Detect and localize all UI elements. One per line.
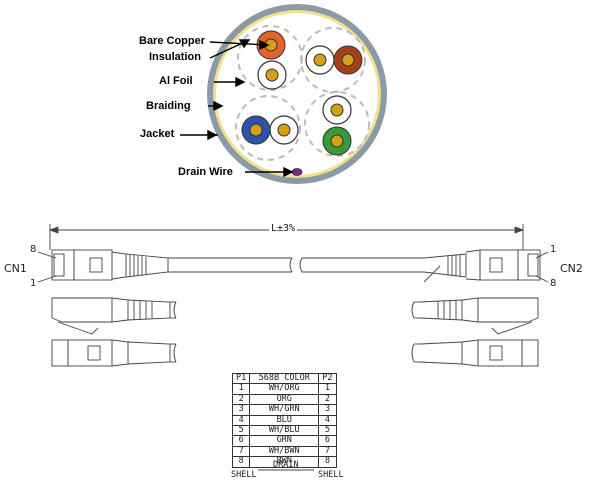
cn1-plug-bottom [51, 339, 177, 367]
conductor-white-blue [269, 115, 299, 145]
conductor-white-green [322, 95, 352, 125]
pinout-header-row: P1 568B COLOR P2 [231, 372, 337, 385]
cn1-pin-top: 8 [30, 244, 37, 255]
cable-assembly [37, 224, 549, 471]
cn2-label: CN2 [560, 262, 583, 275]
header-p1: P1 [231, 372, 251, 385]
cn2-plug-side [411, 297, 539, 335]
cn1-label: CN1 [4, 262, 27, 275]
label-drain-wire: Drain Wire [178, 166, 233, 178]
cn1-plug-side [51, 297, 177, 335]
arrow-insulation [209, 40, 248, 59]
cn2-plug-bottom [411, 339, 539, 367]
label-jacket: Jacket [140, 128, 175, 140]
footer-shell-right: SHELL [318, 470, 344, 480]
cn1-pin-bottom: 1 [30, 278, 37, 289]
cn1-plug-top [51, 249, 169, 281]
length-label: L±3% [269, 223, 298, 234]
pair-shield-bottom-right [304, 91, 370, 157]
cn2-pin-top: 1 [550, 244, 557, 255]
jacket-inner [216, 13, 378, 175]
conductor-brown [333, 45, 363, 75]
conductor-blue [241, 115, 271, 145]
label-bare-copper: Bare Copper [139, 35, 206, 47]
conductor-white-orange [257, 60, 287, 90]
pair-shield-top-right [300, 27, 366, 93]
cn2-plug-top [423, 249, 541, 283]
cn2-pin-bottom: 8 [550, 278, 557, 289]
pair-shield-bottom-left [235, 95, 301, 161]
cross-section [180, 4, 387, 184]
arrow-bare-copper [209, 41, 269, 46]
label-al-foil: Al Foil [159, 75, 193, 87]
label-insulation: Insulation [149, 51, 201, 63]
header-color: 568B COLOR [249, 372, 320, 385]
footer-drain: DRAIN [273, 460, 299, 470]
conductor-green [322, 126, 352, 156]
footer-shell-left: SHELL [231, 470, 257, 480]
header-p2: P2 [318, 372, 337, 385]
conductor-white-brown [305, 45, 335, 75]
label-braiding: Braiding [146, 100, 191, 112]
